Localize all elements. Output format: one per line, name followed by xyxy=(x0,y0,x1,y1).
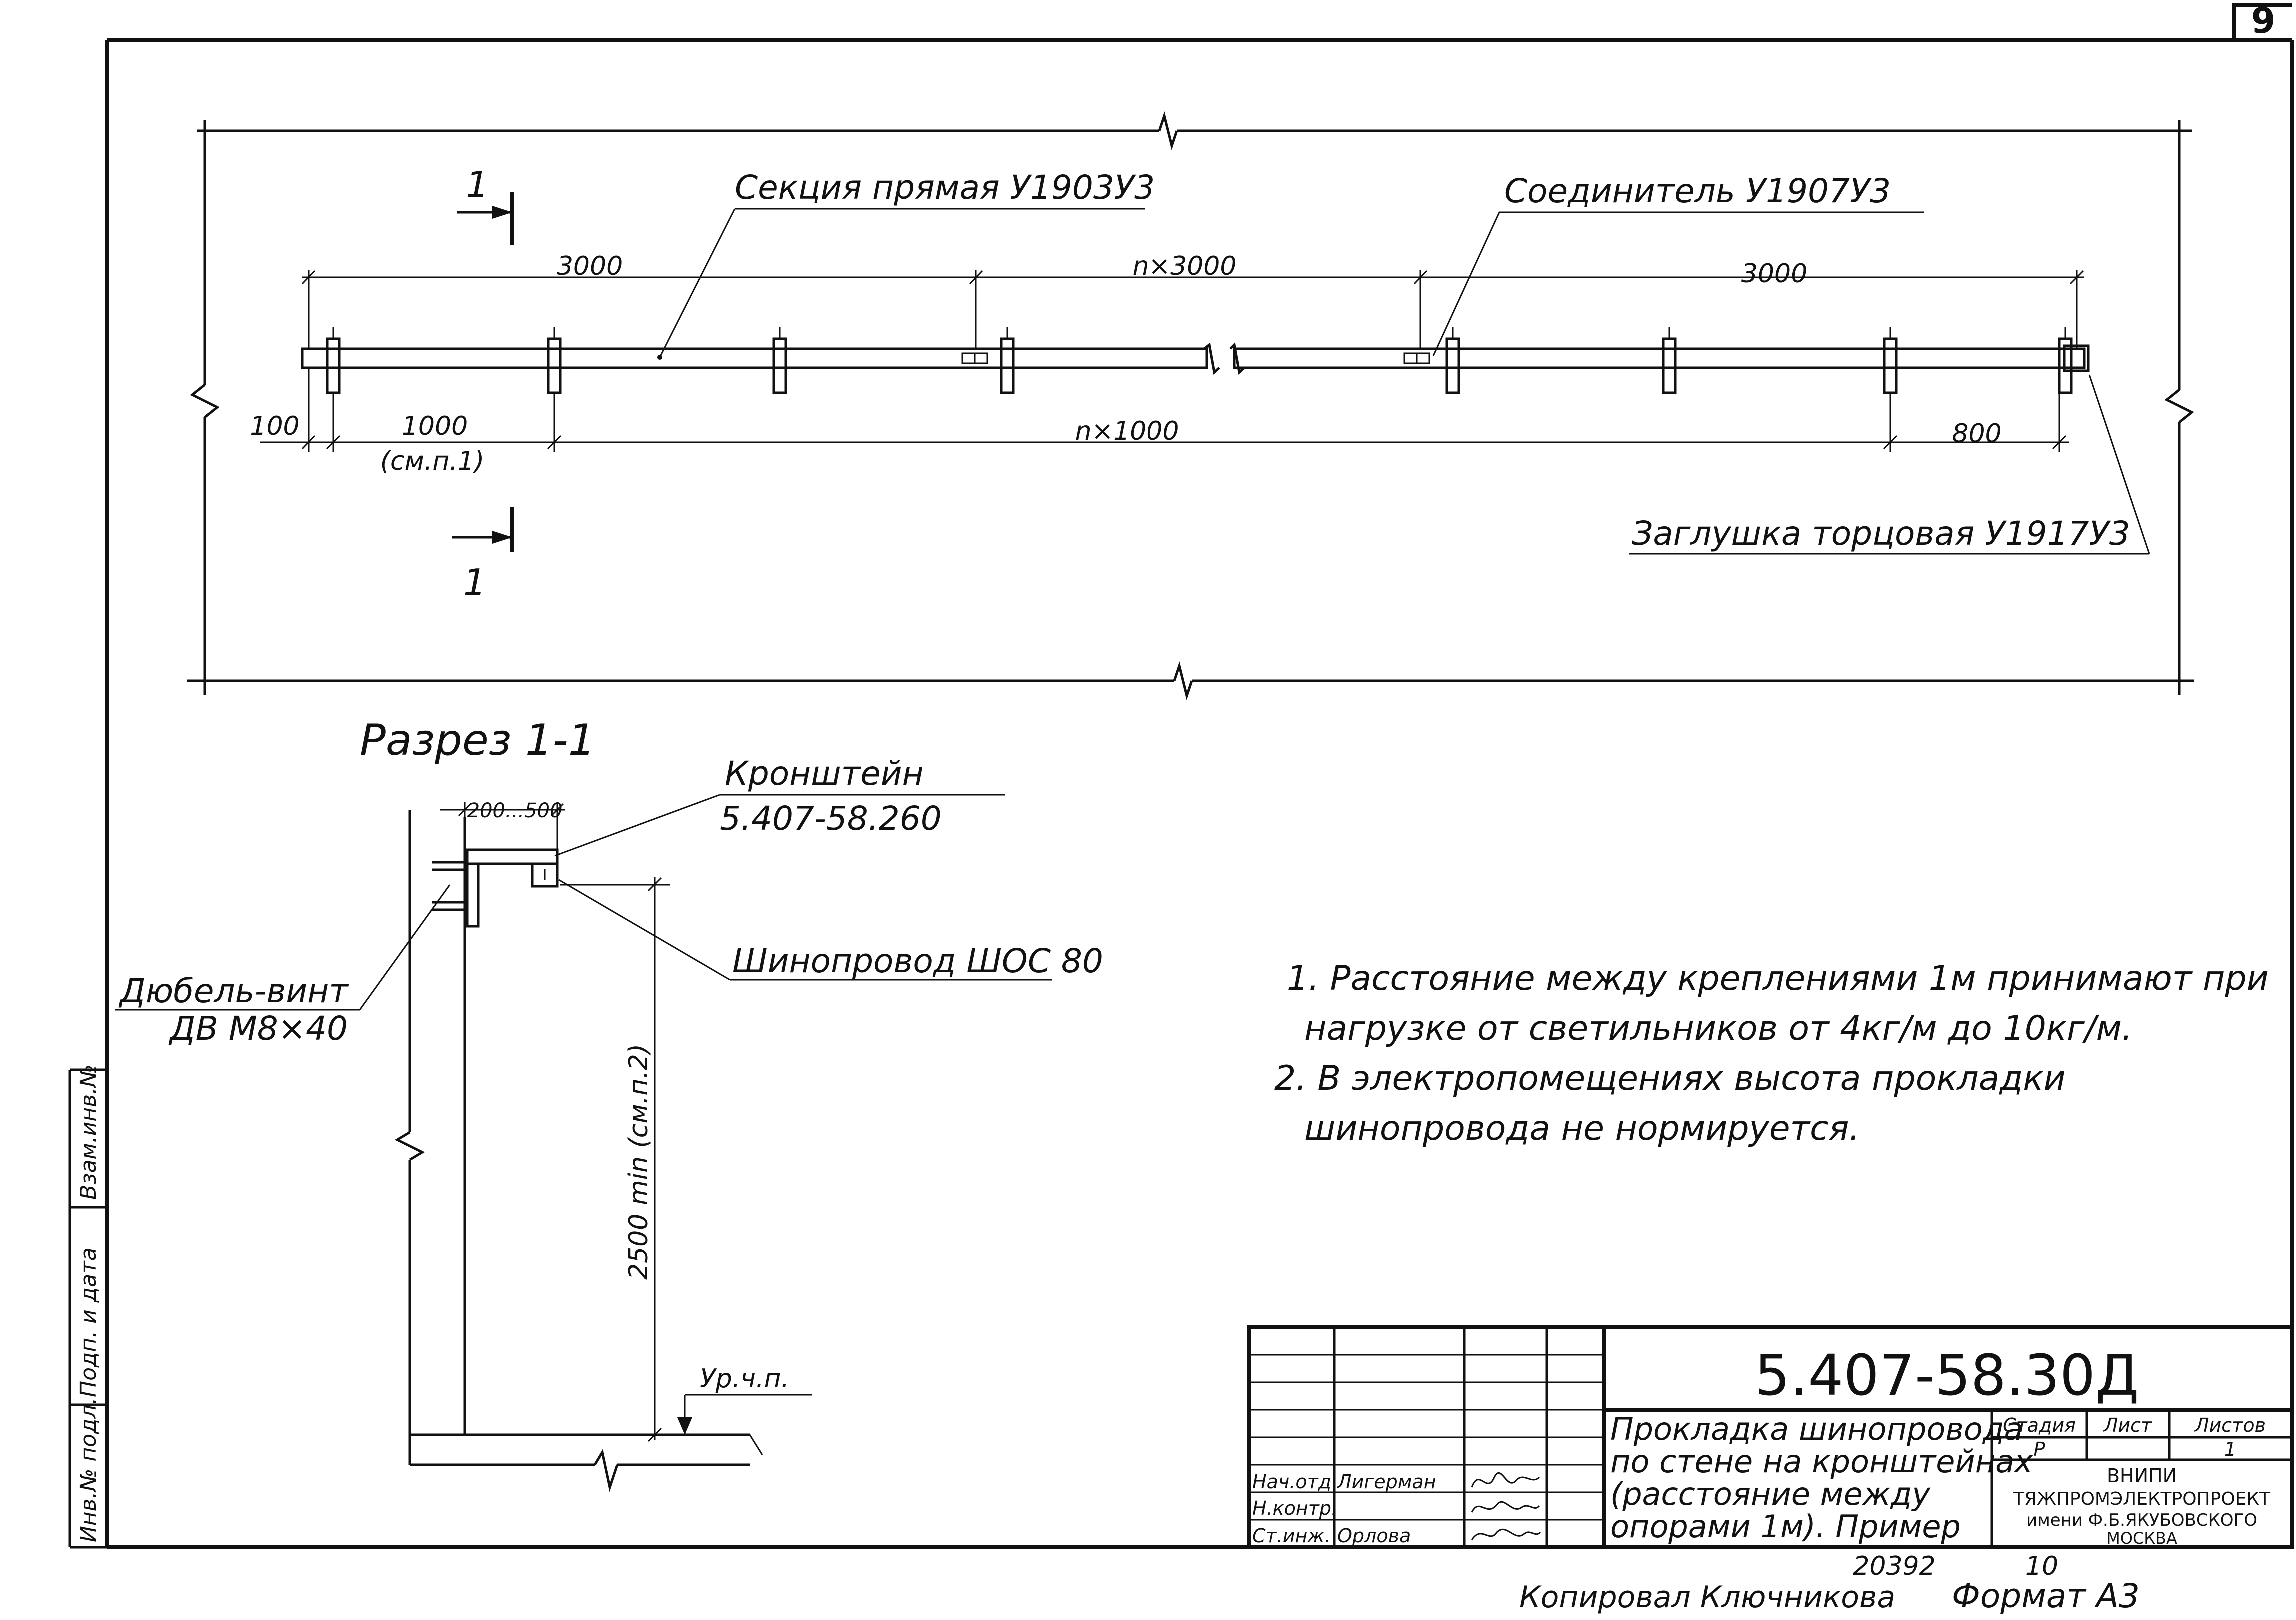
doc-title-4: опорами 1м). Пример xyxy=(1610,1508,1961,1545)
signature-2 xyxy=(1471,1501,1540,1513)
side-stamp-inv: Инв.№ подл. xyxy=(76,1397,101,1542)
label-end-cap: Заглушка торцовая У1917У3 xyxy=(1632,514,2130,553)
note-line-3: 2. В электропомещениях высота прокладки xyxy=(1274,1059,2066,1098)
section-reach-dim: 200...500 xyxy=(440,799,565,850)
doc-title-3: (расстояние между xyxy=(1610,1476,1931,1512)
title-block: 5.407-58.30Д Прокладка шинопровода по ст… xyxy=(1247,1325,2294,1549)
doc-code: 5.407-58.30Д xyxy=(1754,1343,2139,1408)
section-labels: Кронштейн 5.407-58.260 Шинопровод ШОС 80… xyxy=(115,754,1103,1048)
floor-level-label: Ур.ч.п. xyxy=(700,1364,789,1394)
sheet-format: Формат А3 xyxy=(1952,1577,2140,1615)
section-view: Разрез 1-1 xyxy=(115,715,1103,1492)
side-stamp-replace: Взам.инв.№ xyxy=(76,1064,101,1200)
stamp-role-2: Н.контр. xyxy=(1252,1497,1337,1519)
note-line-2: нагрузке от светильников от 4кг/м до 10к… xyxy=(1304,1009,2133,1048)
cut-mark-bottom-number: 1 xyxy=(463,561,486,603)
section-title: Разрез 1-1 xyxy=(360,715,595,765)
footer-notes: 20392 10 Копировал Ключникова Формат А3 xyxy=(1519,1551,2140,1615)
label-busbar: Шинопровод ШОС 80 xyxy=(732,942,1103,980)
org-line-1: ВНИПИ xyxy=(2107,1465,2177,1487)
stage-header: Стадия xyxy=(2003,1414,2076,1436)
stage-value: Р xyxy=(2034,1438,2045,1460)
stamp-role-1: Нач.отд xyxy=(1252,1471,1331,1493)
label-connector: Соединитель У1907У3 xyxy=(1504,172,1891,210)
label-bracket: Кронштейн xyxy=(725,754,924,793)
side-stamp: Инв.№ подл. Подп. и дата Взам.инв.№ xyxy=(68,1064,107,1549)
section-height-dim: 2500 min (см.п.2) xyxy=(560,877,670,1442)
dim-first-span: 1000 xyxy=(402,411,468,441)
dim-last-span: 800 xyxy=(1952,419,2001,449)
label-bracket-code: 5.407-58.260 xyxy=(720,799,942,838)
section-bracket xyxy=(466,848,559,928)
stamp-name-1: Лигерман xyxy=(1336,1471,1436,1493)
dim-top-right: 3000 xyxy=(1741,259,1807,289)
org-line-3: имени Ф.Б.ЯКУБОВСКОГО xyxy=(2026,1510,2257,1530)
plan-view: 3000 n×3000 3000 100 1000 (см.п.1) n×100… xyxy=(187,111,2194,700)
note-line-4: шинопровода не нормируется. xyxy=(1304,1109,1860,1148)
doc-title-2: по стене на кронштейнах xyxy=(1610,1443,2033,1480)
signature-3 xyxy=(1471,1528,1541,1540)
label-dowel-code: ДВ М8×40 xyxy=(168,1009,348,1048)
archive-number: 20392 xyxy=(1853,1551,1935,1581)
dim-end-offset: 100 xyxy=(250,411,299,441)
label-section: Секция прямая У1903У3 xyxy=(735,168,1155,207)
notes: 1. Расстояние между креплениями 1м прини… xyxy=(1274,959,2269,1148)
plan-dims-bottom: 100 1000 (см.п.1) n×1000 800 xyxy=(250,368,2069,476)
dim-first-span-note: (см.п.1) xyxy=(380,446,485,476)
floor-level-mark: Ур.ч.п. xyxy=(677,1364,812,1435)
stamp-role-3: Ст.инж. xyxy=(1252,1525,1331,1547)
busbar-plan xyxy=(301,342,2090,375)
plan-wall-outline xyxy=(187,111,2194,700)
note-line-1: 1. Расстояние между креплениями 1м прини… xyxy=(1287,959,2269,998)
signature-1 xyxy=(1471,1472,1540,1488)
dim-top-mid: n×3000 xyxy=(1133,251,1237,281)
dim-mid-span: n×1000 xyxy=(1075,416,1179,446)
cut-mark-bottom: 1 xyxy=(452,507,514,603)
plan-labels: Секция прямая У1903У3 Соединитель У1907У… xyxy=(657,168,2150,555)
dim-top-left: 3000 xyxy=(557,251,623,281)
cut-mark-top: 1 xyxy=(457,164,514,245)
copied-by: Копировал Ключникова xyxy=(1519,1580,1895,1615)
plan-dims-top: 3000 n×3000 3000 xyxy=(301,251,2084,349)
reach-dim-text: 200...500 xyxy=(467,799,563,822)
sheet-frame: 9 xyxy=(105,0,2294,1549)
height-dim-text: 2500 min (см.п.2) xyxy=(624,1044,654,1280)
org-line-4: МОСКВА xyxy=(2106,1529,2177,1548)
side-stamp-sign: Подп. и дата xyxy=(76,1247,101,1397)
org-line-2: ТЯЖПРОМЭЛЕКТРОПРОЕКТ xyxy=(2013,1489,2271,1509)
archive-sheet: 10 xyxy=(2025,1551,2058,1581)
doc-title-1: Прокладка шинопровода xyxy=(1610,1411,2023,1447)
sheet-header: Лист xyxy=(2103,1414,2153,1436)
bracket-plan xyxy=(326,327,2073,394)
stamp-name-3: Орлова xyxy=(1337,1525,1411,1547)
sheets-header: Листов xyxy=(2194,1414,2266,1436)
section-wall xyxy=(394,810,466,1465)
sheets-value: 1 xyxy=(2224,1438,2236,1460)
cut-mark-top-number: 1 xyxy=(466,164,489,206)
label-dowel: Дюбель-винт xyxy=(118,972,349,1010)
section-floor xyxy=(410,1433,763,1492)
sheet-number: 9 xyxy=(2251,0,2276,41)
